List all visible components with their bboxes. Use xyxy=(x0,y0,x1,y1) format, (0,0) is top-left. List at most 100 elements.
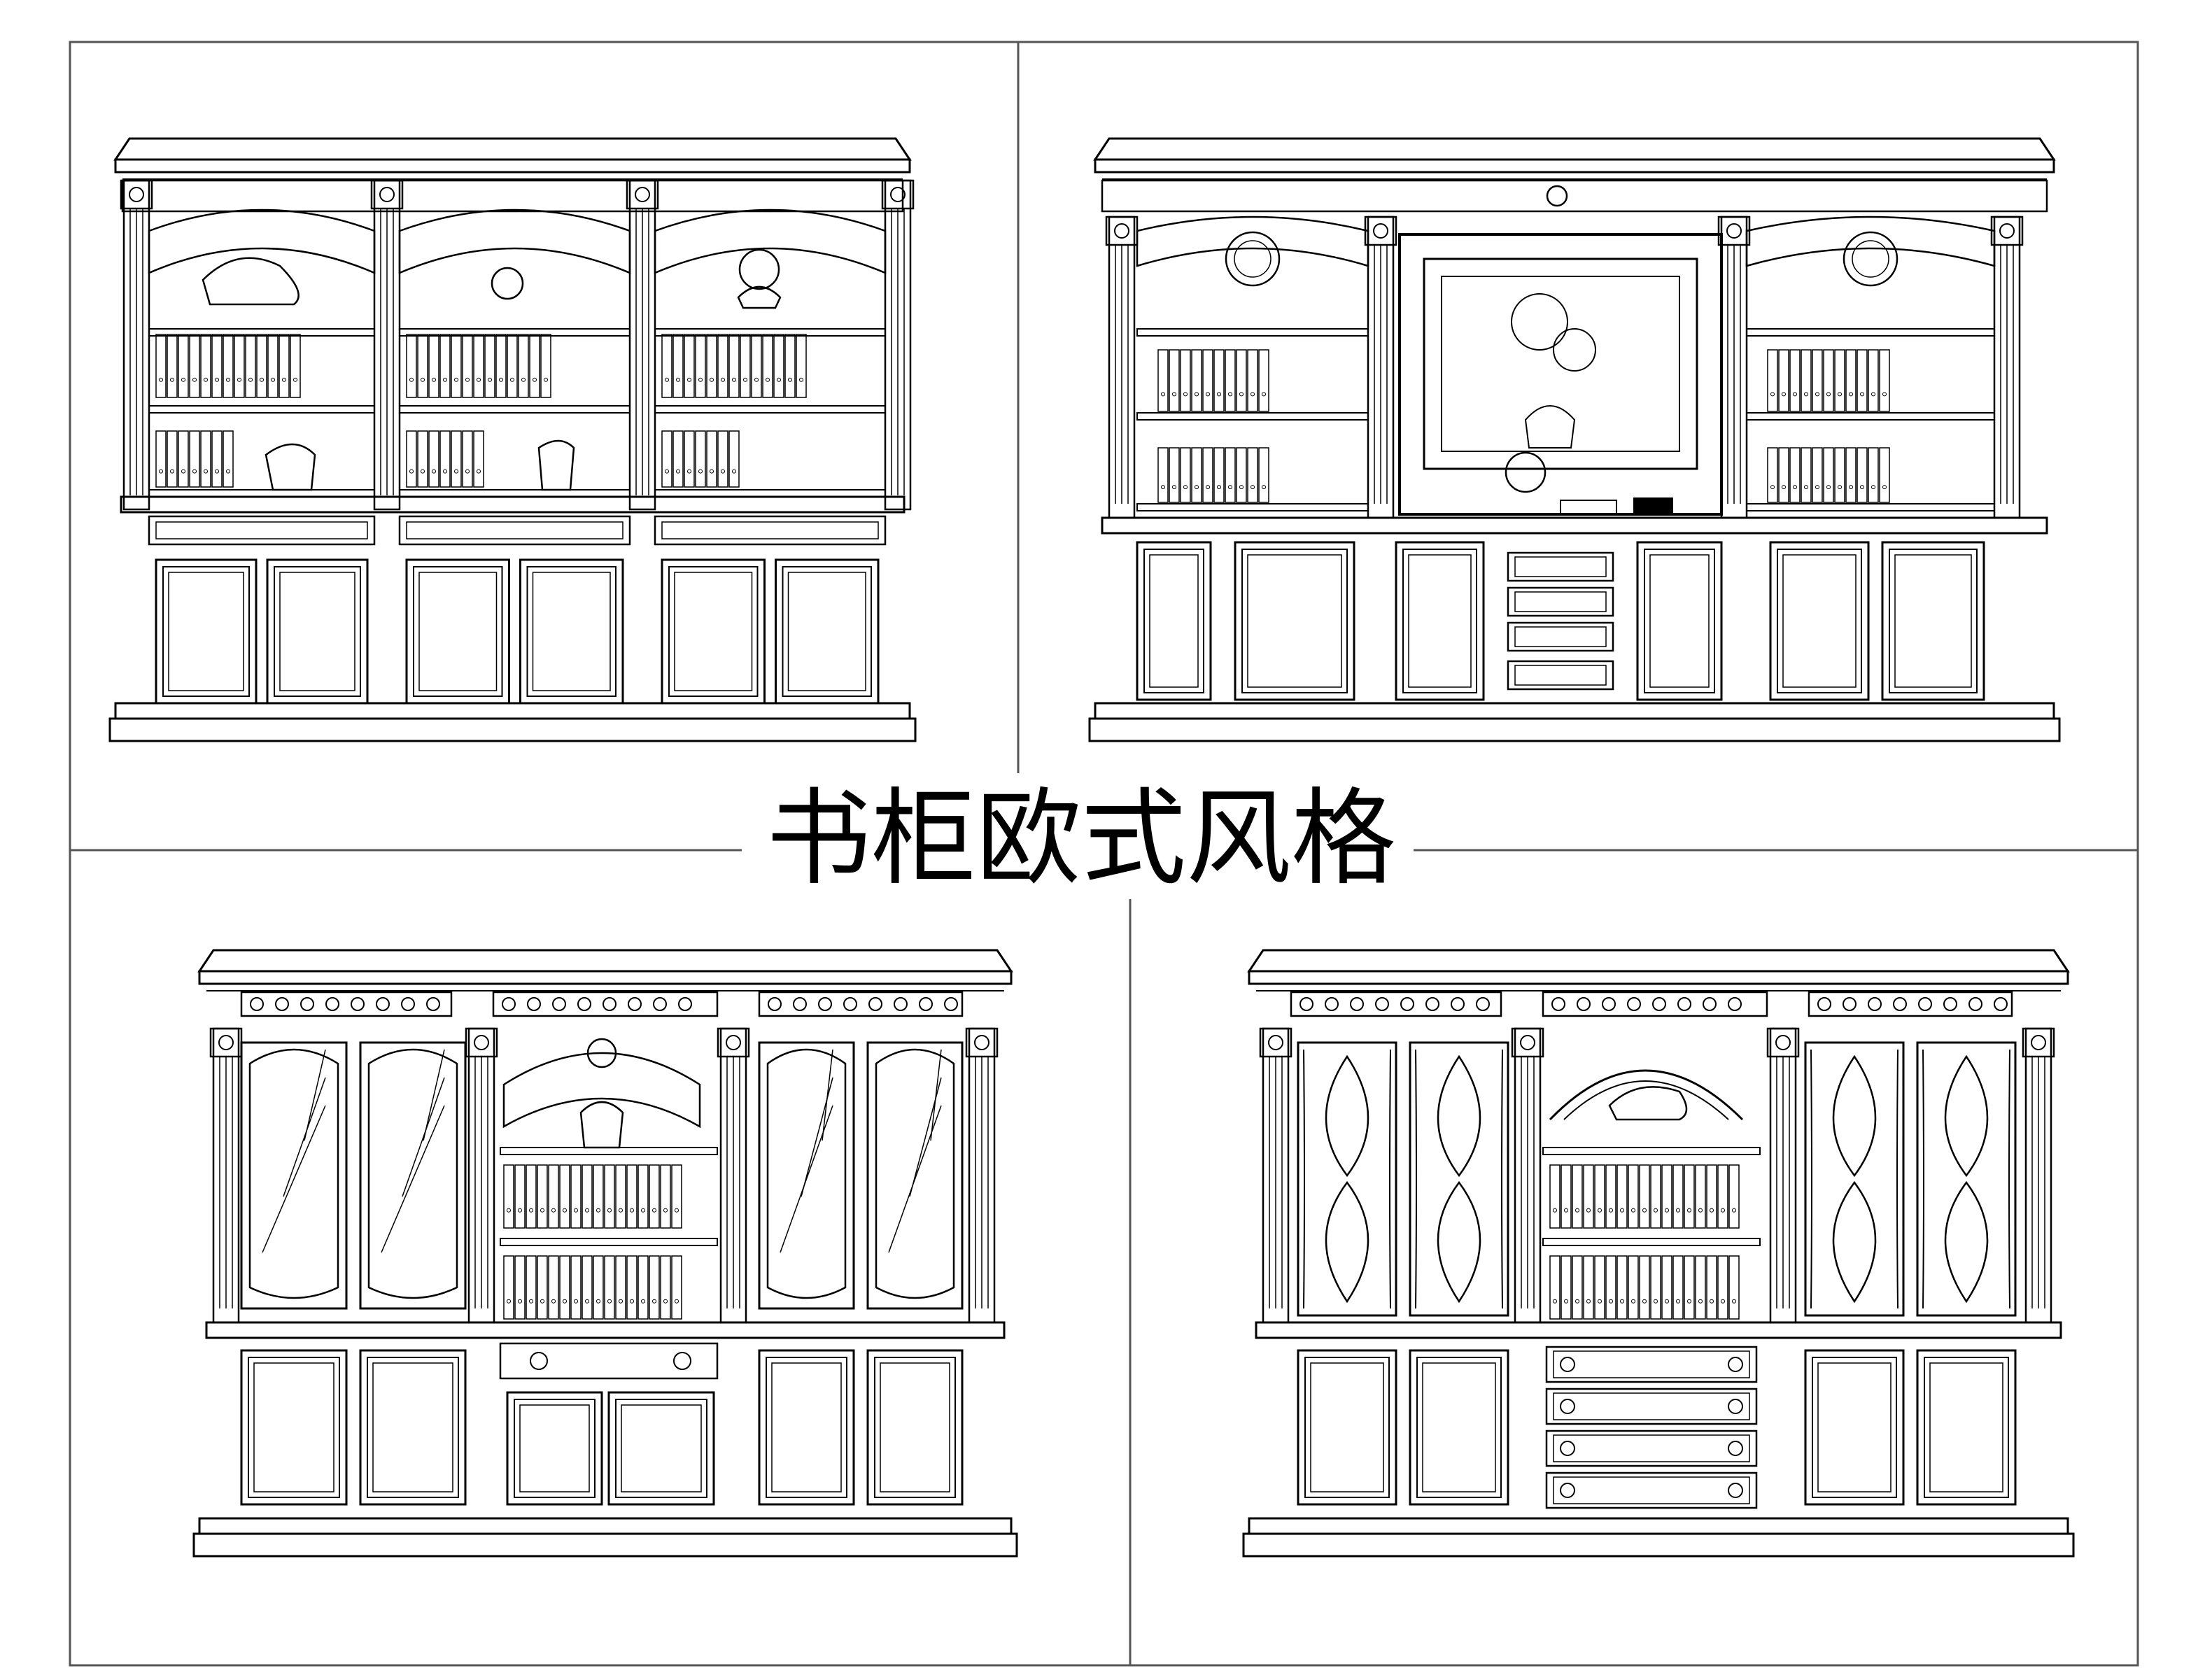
book xyxy=(1661,1164,1672,1229)
book xyxy=(1549,1164,1561,1229)
door-panel-inner xyxy=(766,1357,847,1498)
book xyxy=(1717,1164,1728,1229)
book xyxy=(1823,349,1834,412)
glass-reflection xyxy=(930,1049,942,1141)
door-panel-inner xyxy=(1812,1357,1897,1498)
shelf xyxy=(500,1238,718,1246)
shelf xyxy=(148,405,375,414)
frieze-rosette xyxy=(944,997,958,1011)
frieze-rosette xyxy=(502,997,516,1011)
book xyxy=(1857,349,1868,412)
book xyxy=(604,1164,615,1229)
book xyxy=(1845,447,1857,503)
bust-base xyxy=(737,285,782,309)
frieze-rosette xyxy=(653,997,667,1011)
book-label xyxy=(1849,392,1853,397)
book-label xyxy=(529,1299,533,1304)
book xyxy=(1789,447,1801,503)
capital-ornament xyxy=(1114,223,1129,239)
drawer-inset xyxy=(1514,626,1607,647)
door-panel-inner xyxy=(1304,1357,1390,1498)
frieze-rosette xyxy=(894,997,908,1011)
book-label xyxy=(1804,392,1808,397)
book xyxy=(1879,349,1890,412)
upper-frieze xyxy=(121,179,904,213)
book xyxy=(559,1255,570,1320)
plinth-top xyxy=(1094,702,2055,720)
book-label xyxy=(159,377,163,382)
book-label xyxy=(215,377,219,382)
deer-sculpture xyxy=(202,257,300,306)
book xyxy=(1789,349,1801,412)
drawer-front xyxy=(1545,1388,1758,1425)
book-label xyxy=(563,1299,567,1304)
book xyxy=(1639,1164,1650,1229)
book xyxy=(189,334,200,398)
book-label xyxy=(488,377,492,382)
pilaster-capital xyxy=(465,1027,498,1058)
book xyxy=(1717,1255,1728,1320)
book-label xyxy=(170,469,174,474)
book-label xyxy=(619,1299,623,1304)
book xyxy=(1695,1255,1706,1320)
book xyxy=(582,1255,593,1320)
book-label xyxy=(663,1299,668,1304)
arch-opening-inner xyxy=(1563,1080,1729,1120)
book-label xyxy=(1687,1208,1691,1213)
door-panel xyxy=(866,1349,964,1506)
book-label xyxy=(443,469,447,474)
glass-door-frame xyxy=(1916,1041,2017,1317)
book xyxy=(514,1164,526,1229)
frieze-rosette xyxy=(1893,997,1907,1011)
book-label xyxy=(1598,1208,1602,1213)
gothic-tracery xyxy=(1325,1054,1369,1178)
frieze-rosette xyxy=(1843,997,1857,1011)
book xyxy=(1868,447,1879,503)
door-panel-bead xyxy=(1422,1362,1496,1492)
pilaster-capital xyxy=(120,179,153,210)
book xyxy=(615,1164,626,1229)
book-label xyxy=(518,1299,522,1304)
door-panel-inner xyxy=(274,566,361,697)
book-label xyxy=(1732,1299,1736,1304)
book-label xyxy=(641,1299,645,1304)
drawer-handle xyxy=(1728,1483,1743,1498)
book-label xyxy=(454,377,458,382)
book-label xyxy=(1262,392,1266,397)
book xyxy=(548,1164,559,1229)
book xyxy=(503,1164,514,1229)
pilaster-capital xyxy=(717,1027,750,1058)
frieze-rosette xyxy=(1627,997,1641,1011)
frieze-rosette xyxy=(1425,997,1439,1011)
glass-reflection xyxy=(888,1105,942,1253)
book-label xyxy=(1710,1299,1714,1304)
drawer-handle xyxy=(1728,1357,1743,1372)
book-label xyxy=(1676,1208,1680,1213)
door-panel-inner xyxy=(1416,1357,1502,1498)
carved-frieze xyxy=(1542,991,1768,1017)
book xyxy=(1801,447,1812,503)
gothic-tracery xyxy=(1944,1054,1989,1178)
book xyxy=(462,430,473,488)
door-panel-bead xyxy=(1894,554,1972,688)
tracery-side xyxy=(2008,1049,2010,1309)
book xyxy=(762,334,773,398)
tracery-side xyxy=(1896,1049,1898,1309)
book xyxy=(1561,1255,1572,1320)
flower-painting xyxy=(1553,328,1596,372)
book-label xyxy=(260,377,264,382)
door-panel-inner xyxy=(874,1357,956,1498)
book-label xyxy=(585,1299,589,1304)
glass-door-frame xyxy=(1409,1041,1509,1317)
frieze-rosette xyxy=(1476,997,1490,1011)
book-label xyxy=(665,377,669,382)
drawer-front xyxy=(1507,660,1614,691)
book-label xyxy=(607,1299,612,1304)
shelf xyxy=(1746,328,1995,337)
door-panel-inner xyxy=(367,1357,459,1498)
book-label xyxy=(421,469,425,474)
frieze-rosette xyxy=(426,997,440,1011)
book xyxy=(1616,1255,1628,1320)
book-label xyxy=(721,377,725,382)
book xyxy=(1605,1255,1616,1320)
